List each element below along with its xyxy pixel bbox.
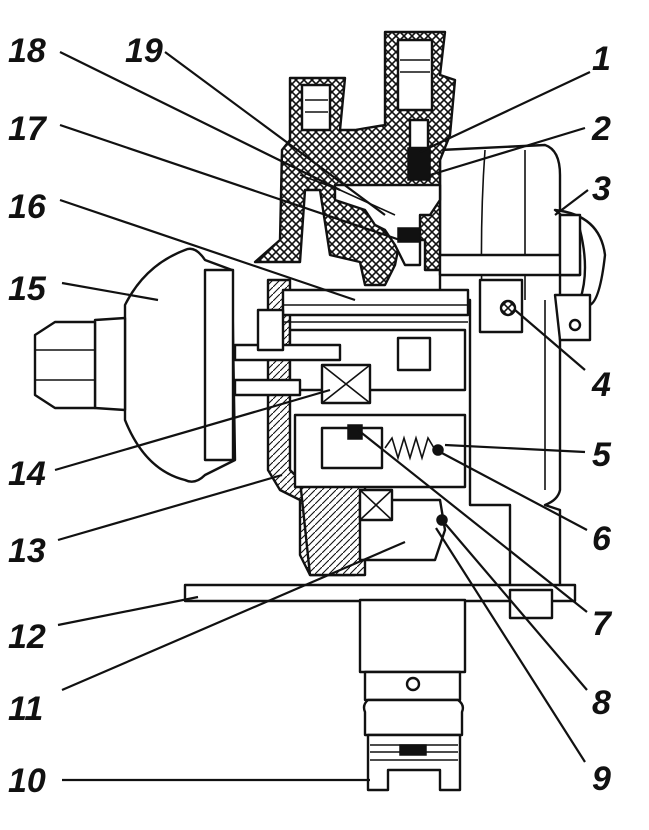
shaft-lower-body — [362, 698, 465, 737]
callout-19: 19 — [125, 32, 163, 70]
drive-coupling — [366, 733, 462, 792]
callout-15: 15 — [8, 270, 47, 308]
leader-7 — [357, 429, 588, 613]
bearing-cross — [321, 364, 371, 404]
lower-boss — [298, 478, 367, 577]
callout-10: 10 — [8, 762, 46, 800]
leader-12 — [57, 595, 199, 627]
callout-2: 2 — [591, 110, 611, 148]
breaker-plate — [281, 288, 470, 317]
cap-tower-center — [396, 38, 434, 112]
callout-9: 9 — [592, 760, 611, 798]
cap-clip — [553, 208, 607, 307]
cap-tower-left — [300, 83, 332, 132]
leader-14 — [54, 388, 331, 472]
vacuum-fitting — [93, 316, 127, 412]
vacuum-mount — [256, 308, 285, 352]
callout-17: 17 — [8, 110, 48, 148]
callout-6: 6 — [592, 520, 612, 558]
callout-3: 3 — [592, 170, 611, 208]
advance-spring — [384, 435, 435, 461]
leader-1 — [419, 71, 591, 153]
leader-2 — [429, 126, 586, 177]
leader-3 — [554, 189, 589, 216]
terminal-screw — [499, 299, 517, 317]
clip-bracket — [553, 293, 592, 342]
callout-labels: 1 2 3 4 5 6 7 8 9 10 11 12 13 14 15 16 1… — [8, 32, 613, 800]
leader-18 — [59, 51, 341, 191]
shaft-pin-hole — [405, 676, 421, 692]
rotor-resistor — [397, 227, 421, 243]
callout-16: 16 — [8, 188, 47, 226]
leader-5 — [444, 443, 586, 454]
callout-14: 14 — [8, 455, 46, 493]
leader-16 — [59, 198, 356, 302]
vacuum-hex-nut — [33, 320, 97, 410]
cam-block — [396, 336, 432, 372]
leader-4 — [514, 309, 586, 371]
vacuum-link — [233, 378, 302, 397]
callout-4: 4 — [591, 366, 611, 404]
rotor — [333, 183, 442, 267]
coupling-pin — [399, 744, 427, 756]
callout-5: 5 — [592, 436, 612, 474]
leader-6 — [439, 451, 588, 531]
clip-bolt — [568, 318, 582, 332]
callout-12: 12 — [8, 618, 46, 656]
leader-8 — [441, 519, 588, 691]
callout-1: 1 — [592, 40, 611, 78]
cap-clip-block — [558, 213, 582, 277]
leader-13 — [57, 473, 283, 542]
brush-spring — [408, 118, 430, 150]
cap-terminal-lines — [305, 59, 430, 113]
shaft-housing-lower — [358, 598, 467, 674]
leader-11 — [61, 540, 406, 692]
leader-lines — [54, 51, 591, 782]
callout-8: 8 — [592, 684, 611, 722]
shaft-bearing-cross — [359, 489, 393, 521]
callout-13: 13 — [8, 532, 46, 570]
leader-17 — [59, 123, 401, 242]
callout-11: 11 — [8, 690, 43, 728]
hex-nut-lines — [35, 349, 95, 381]
callout-18: 18 — [8, 32, 46, 70]
carbon-brush — [407, 147, 431, 181]
breaker-plate-edge — [283, 304, 468, 323]
vacuum-rod — [233, 343, 342, 362]
diaphragm-rim — [203, 268, 235, 462]
flange-bolt — [508, 588, 554, 620]
leader-15 — [61, 281, 159, 302]
leader-19 — [164, 51, 386, 216]
distributor-drawing — [33, 30, 607, 792]
callout-7: 7 — [592, 605, 613, 643]
leader-9 — [435, 527, 586, 763]
